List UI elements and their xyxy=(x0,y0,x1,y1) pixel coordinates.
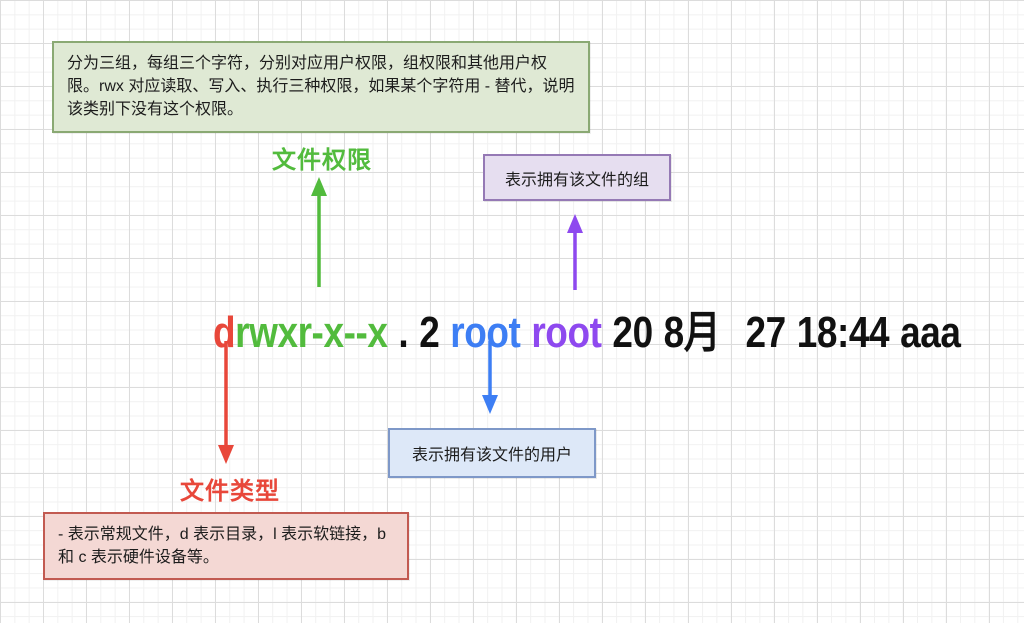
file-type-explanation-note: - 表示常规文件，d 表示目录，l 表示软链接，b 和 c 表示硬件设备等。 xyxy=(43,512,409,581)
user-callout: 表示拥有该文件的用户 xyxy=(388,428,596,478)
ls-token-filename: aaa xyxy=(900,308,961,357)
group-arrow-up-icon xyxy=(567,214,583,290)
ls-token-owner-group: root xyxy=(531,308,602,357)
ls-token-permissions: rwxr-x--x xyxy=(235,308,388,357)
group-callout: 表示拥有该文件的组 xyxy=(483,154,671,201)
ls-token-month: 8月 xyxy=(663,308,721,357)
permissions-label: 文件权限 xyxy=(272,147,372,174)
permissions-arrow-up-icon xyxy=(311,177,327,287)
ls-token-owner-user: root xyxy=(450,308,521,357)
file-type-arrow-down-icon xyxy=(218,341,234,464)
file-type-label: 文件类型 xyxy=(180,478,280,505)
ls-token-separator: . xyxy=(398,308,409,357)
ls-token-day: 27 xyxy=(745,308,787,357)
ls-token-link-count: 2 xyxy=(419,308,440,357)
permissions-explanation-note: 分为三组，每组三个字符，分别对应用户权限，组权限和其他用户权限。rwx 对应读取… xyxy=(52,41,590,133)
ls-token-file-type: d xyxy=(213,308,236,357)
ls-token-size: 20 xyxy=(612,308,653,357)
ls-token-time: 18:44 xyxy=(796,308,890,357)
user-arrow-down-icon xyxy=(482,341,498,414)
